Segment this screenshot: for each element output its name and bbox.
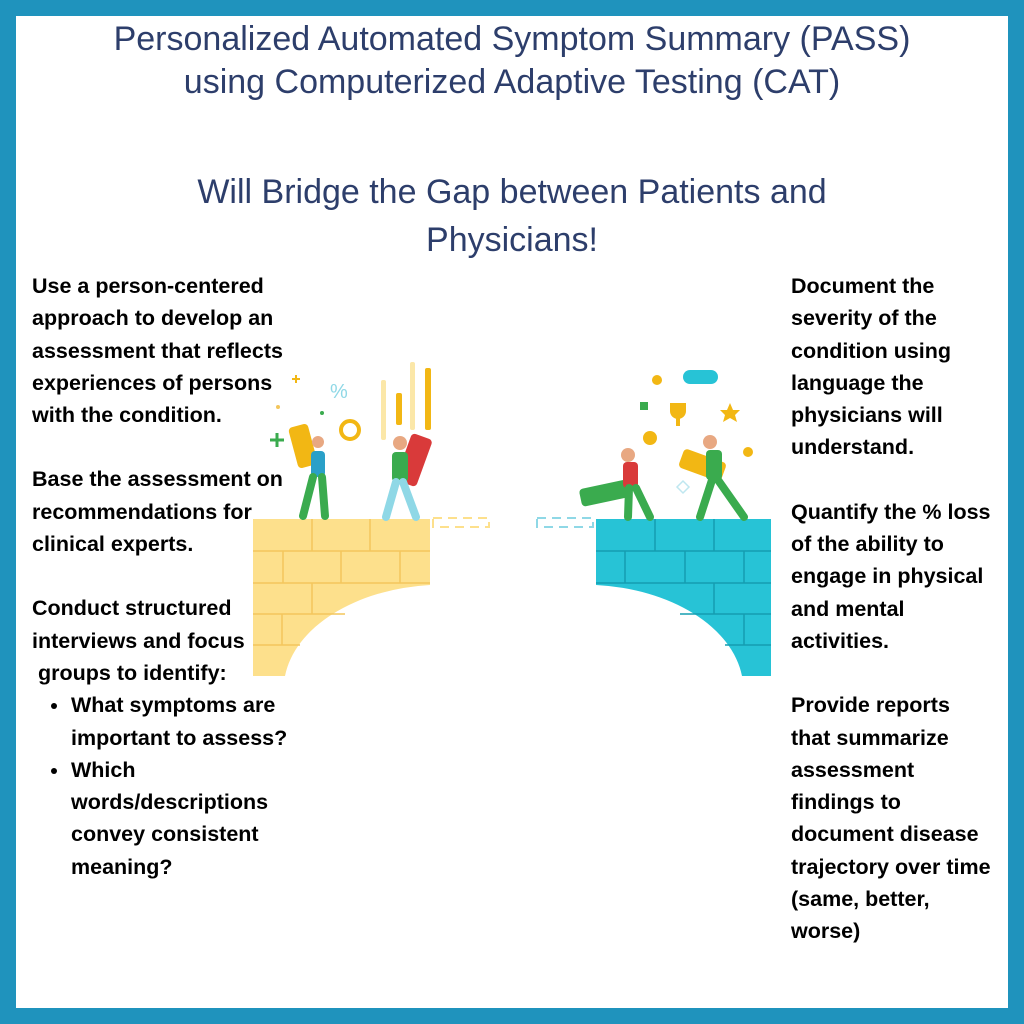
subtitle-line-2: Physicians! [426, 221, 598, 259]
donut-icon [339, 419, 361, 441]
left-paragraph-2: Base the assessment on recommendations f… [32, 467, 283, 557]
left-column: Use a person-centered approach to develo… [32, 270, 294, 883]
puzzle-icon [640, 402, 648, 410]
right-paragraph-3: Provide reports that summarize assessmen… [791, 693, 991, 944]
right-bridge [596, 519, 771, 676]
star-icon [720, 403, 740, 422]
trophy-icon [670, 403, 686, 426]
right-paragraph-2: Quantify the % loss of the ability to en… [791, 499, 991, 653]
game-controller-icon [683, 370, 718, 384]
page-subtitle: Will Bridge the Gap between Patients and… [0, 168, 1024, 264]
right-paragraph-1: Document the severity of the condition u… [791, 274, 952, 460]
left-dashed-block [432, 517, 490, 528]
bar-chart-icon [381, 362, 431, 440]
symptom-question-list: What symptoms are important to assess? W… [32, 689, 294, 883]
left-paragraph-3: Conduct structured interviews and focus [32, 596, 245, 653]
list-item: Which words/descriptions convey consiste… [70, 754, 294, 883]
left-paragraph-3-line-2: groups to identify: [38, 660, 227, 685]
right-dashed-block [536, 517, 594, 528]
person-right-1 [579, 448, 654, 521]
list-item: What symptoms are important to assess? [70, 689, 294, 754]
title-line-1: Personalized Automated Symptom Summary (… [113, 20, 911, 58]
person-left-2 [382, 433, 432, 521]
left-bridge [253, 519, 430, 676]
subtitle-line-1: Will Bridge the Gap between Patients and [197, 173, 827, 211]
diamond-icon [675, 479, 691, 495]
person-left-1 [288, 424, 329, 520]
percent-icon: % [330, 381, 348, 403]
page-title: Personalized Automated Symptom Summary (… [0, 18, 1024, 104]
right-column: Document the severity of the condition u… [791, 270, 991, 948]
page-frame [16, 16, 1008, 1008]
title-line-2: using Computerized Adaptive Testing (CAT… [183, 63, 841, 101]
plus-icon [270, 375, 300, 447]
coin-icon [652, 375, 662, 385]
person-right-2 [679, 435, 748, 521]
left-paragraph-1: Use a person-centered approach to develo… [32, 274, 283, 428]
